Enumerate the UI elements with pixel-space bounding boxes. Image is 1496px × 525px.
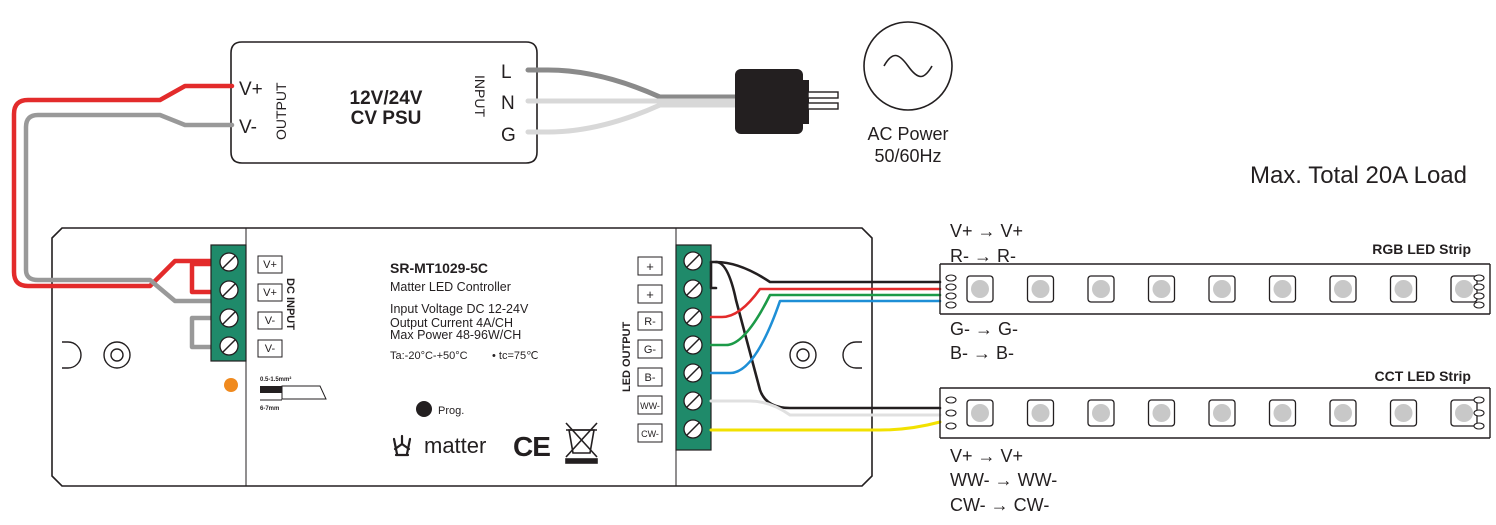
psu-input-label: INPUT: [472, 75, 488, 117]
psu-g: G: [501, 125, 516, 146]
rgb-map: R- → R-: [950, 246, 1016, 266]
rgb-led-strip: [939, 263, 1491, 315]
rgb-led-chip-lens: [1092, 280, 1110, 298]
rgb-led-chip-lens: [1394, 280, 1413, 298]
cct-led-chip-lens: [1031, 404, 1050, 422]
rgb-map: V+ → V+: [950, 221, 1023, 241]
rgb-led-chip-lens: [1031, 280, 1050, 298]
matter-label: matter: [424, 433, 486, 458]
controller-subtitle: Matter LED Controller: [390, 280, 511, 294]
ac-source-icon: [863, 21, 953, 111]
spec-input-voltage: Input Voltage DC 12-24V: [390, 302, 529, 316]
rgb-led-chip-lens: [1334, 280, 1352, 298]
out-term-label: R-: [644, 316, 656, 328]
out-term-label: B-: [645, 372, 656, 384]
strip-length-spec: 6-7mm: [260, 406, 279, 412]
spec-temperature: Ta:-20°C-+50°C: [390, 350, 468, 362]
rgb-led-chip-lens: [1455, 280, 1473, 298]
spec-max-power: Max Power 48-96W/CH: [390, 328, 521, 342]
wire-gauge-spec: 0.5-1.5mm²: [260, 376, 291, 383]
cct-led-strip: [939, 387, 1491, 439]
cct-map: WW- → WW-: [950, 470, 1057, 490]
ce-mark: CE: [513, 431, 550, 462]
rgb-strip-title: RGB LED Strip: [1372, 241, 1471, 257]
status-led-indicator: [224, 378, 238, 392]
psu-l: L: [501, 62, 512, 83]
out-term-label: WW-: [640, 401, 660, 411]
rgb-led-chip-lens: [971, 280, 989, 298]
cct-strip-mapping: V+ → V+ WW- → WW- CW- → CW-: [950, 446, 1057, 515]
rgb-map: G- → G-: [950, 319, 1018, 339]
cct-led-chip-lens: [1152, 404, 1171, 422]
rgb-strip-mapping: V+ → V+ R- → R- G- → G- B- → B-: [950, 221, 1023, 363]
output-terminal-block: [675, 244, 712, 451]
psu-n: N: [501, 93, 515, 114]
led-output-labels: LED OUTPUT + + R- G- B- WW- CW-: [621, 256, 663, 443]
rgb-led-chip-lens: [1152, 280, 1171, 298]
controller-box: [51, 227, 873, 487]
max-load-label: Max. Total 20A Load: [1250, 162, 1467, 189]
cct-led-chip-lens: [1334, 404, 1352, 422]
ac-power-line2: 50/60Hz: [874, 146, 941, 166]
prog-button[interactable]: [416, 401, 432, 417]
spec-output-current: Output Current 4A/CH: [390, 316, 513, 330]
out-term-label: +: [646, 287, 654, 302]
matter-logo-icon: [392, 434, 412, 457]
spec-tc: • tc=75℃: [492, 350, 538, 362]
rgb-map: B- → B-: [950, 343, 1014, 363]
ac-plug-icon: [735, 69, 839, 134]
psu-title-line1: 12V/24V: [350, 88, 423, 109]
dc-term-label: V+: [263, 259, 277, 271]
psu-title-line2: CV PSU: [351, 108, 422, 129]
cct-led-chip-lens: [971, 404, 989, 422]
cct-led-chip-lens: [1092, 404, 1110, 422]
led-output-label: LED OUTPUT: [621, 321, 633, 392]
dc-input-wires: [11, 83, 235, 350]
rgb-led-chip-lens: [1273, 280, 1292, 298]
cct-strip-title: CCT LED Strip: [1375, 368, 1471, 384]
wire-strip-icon: 0.5-1.5mm² 6-7mm: [260, 376, 327, 412]
weee-bin-icon: [565, 422, 598, 464]
controller-model: SR-MT1029-5C: [390, 260, 488, 276]
cct-led-chip-lens: [1455, 404, 1473, 422]
dc-input-label: DC INPUT: [284, 278, 296, 330]
out-term-label: CW-: [641, 429, 659, 439]
out-term-label: +: [646, 259, 654, 274]
cct-led-chip-lens: [1273, 404, 1292, 422]
dc-term-label: V+: [263, 287, 277, 299]
dc-term-label: V-: [265, 315, 276, 327]
ac-input-wires: [525, 67, 741, 135]
led-output-wires: [709, 260, 942, 432]
dc-term-label: V-: [265, 343, 276, 355]
cct-map: CW- → CW-: [950, 495, 1049, 515]
dc-terminal-labels: V+ V+ V- V- DC INPUT: [257, 255, 296, 358]
psu-v-plus: V+: [239, 79, 263, 100]
cct-led-chip-lens: [1213, 404, 1231, 422]
prog-label: Prog.: [438, 405, 464, 417]
psu-v-minus: V-: [239, 117, 257, 138]
ac-power-line1: AC Power: [867, 124, 948, 144]
rgb-led-chip-lens: [1213, 280, 1231, 298]
psu-output-label: OUTPUT: [273, 82, 289, 140]
cct-map: V+ → V+: [950, 446, 1023, 466]
psu-box: V+ V- OUTPUT 12V/24V CV PSU INPUT L N G: [230, 41, 538, 164]
dc-terminal-block: [210, 244, 247, 362]
out-term-label: G-: [644, 344, 657, 356]
cct-led-chip-lens: [1394, 404, 1413, 422]
